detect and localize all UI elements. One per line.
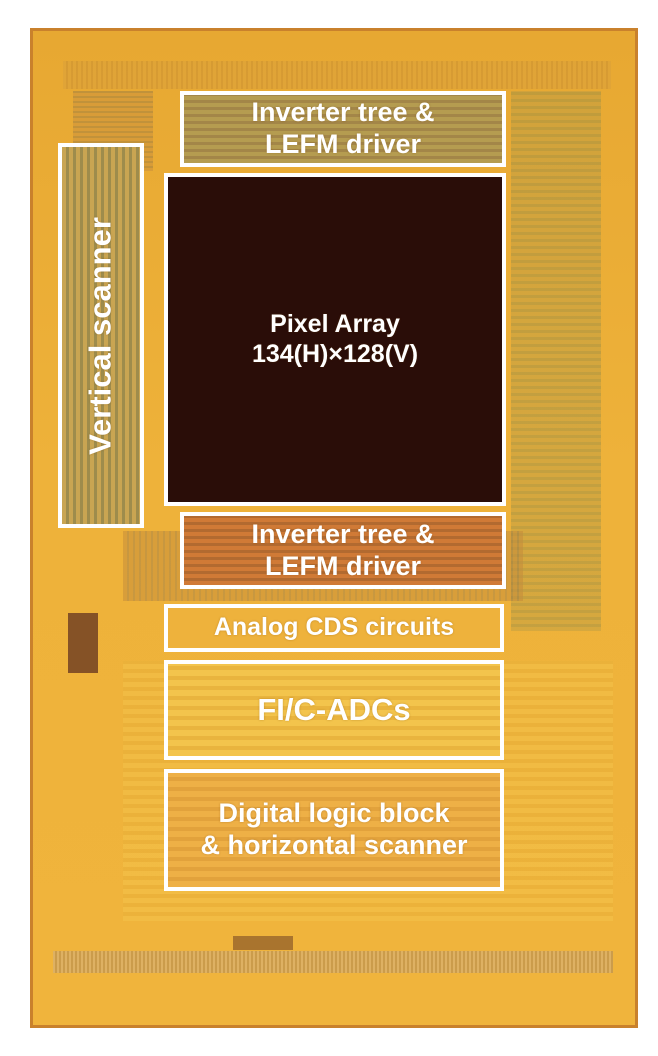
- inverter-bottom-label-line2: LEFM driver: [264, 550, 422, 581]
- pixel-array-block: Pixel Array 134(H)×128(V): [164, 173, 506, 506]
- analog-cds-label: Analog CDS circuits: [213, 613, 455, 642]
- inverter-bottom-label-line1: Inverter tree &: [251, 518, 435, 549]
- adc-block: FI/C-ADCs: [164, 660, 504, 760]
- digital-label-line1: Digital logic block: [218, 798, 450, 829]
- inverter-top-label-line1: Inverter tree &: [251, 97, 435, 128]
- vertical-scanner-label: Vertical scanner: [82, 216, 118, 455]
- analog-cds-block: Analog CDS circuits: [164, 604, 504, 652]
- digital-label-line2: & horizontal scanner: [200, 830, 468, 860]
- pixel-array-label-line1: Pixel Array: [270, 310, 400, 338]
- inverter-tree-bottom-block: Inverter tree & LEFM driver: [180, 512, 506, 589]
- top-edge-circuitry: [63, 61, 611, 89]
- inverter-tree-top-block: Inverter tree & LEFM driver: [180, 91, 506, 167]
- vertical-scanner-block: Vertical scanner: [58, 143, 144, 528]
- bottom-bus: [53, 951, 613, 973]
- inverter-top-label-line2: LEFM driver: [264, 129, 422, 159]
- adc-label: FI/C-ADCs: [257, 691, 411, 727]
- pixel-array-label-line2: 134(H)×128(V): [251, 339, 419, 368]
- left-pad: [68, 613, 98, 673]
- bottom-pad: [233, 936, 293, 950]
- right-column-circuitry: [511, 91, 601, 631]
- digital-logic-block: Digital logic block & horizontal scanner: [164, 769, 504, 891]
